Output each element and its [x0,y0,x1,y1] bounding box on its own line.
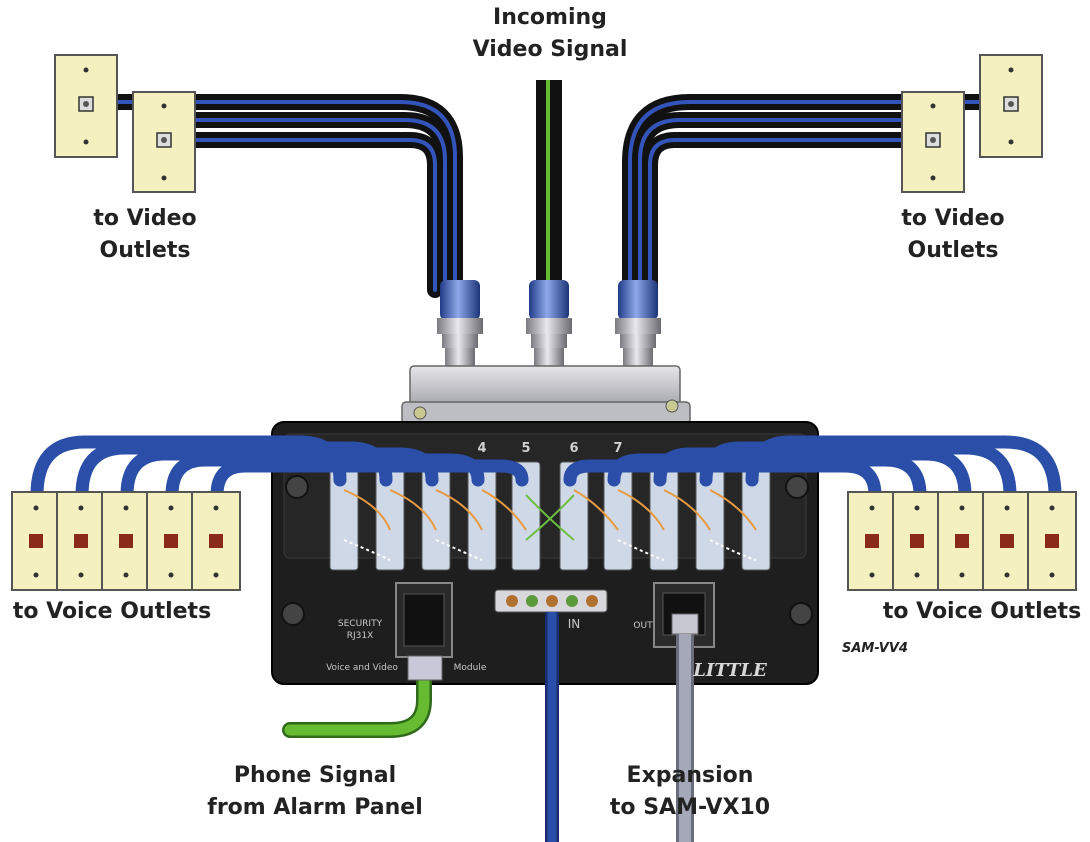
video-outlet-left-front [132,91,196,193]
coax-cables-right [622,94,993,298]
voice-cables-left [30,435,529,502]
video-outlet-right-front [901,91,965,193]
incoming-video-label: Incoming Video Signal [470,2,630,66]
voice-outlets-left [11,491,241,591]
phone-signal-line2: from Alarm Panel [207,795,423,820]
video-outlets-left-line1: to Video [93,206,197,231]
brand-logo-text: LITTLE [692,660,767,681]
video-outlets-right-label: to Video Outlets [868,203,1038,267]
coax-cables-left [102,94,463,298]
voice-outlets-left-label: to Voice Outlets [12,599,212,624]
video-outlet-right-back [979,54,1043,158]
punchdown-blocks [329,461,771,571]
phone-signal-line1: Phone Signal [233,763,397,788]
video-outlets-left-line2: Outlets [99,238,191,263]
incoming-video-label-line1: Incoming [493,5,607,30]
voice-outlets-right-label: to Voice Outlets [882,599,1082,624]
video-outlets-left-label: to Video Outlets [60,203,230,267]
incoming-video-label-line2: Video Signal [472,37,628,62]
port-number-4: 4 [477,441,486,456]
security-rj31x-jack [395,582,453,658]
incoming-video-cable [536,80,562,290]
expansion-line1: Expansion [626,763,754,788]
expansion-line2: to SAM-VX10 [609,795,771,820]
coax-connector-left [437,280,483,368]
voice-cables-right [563,435,1062,502]
voice-outlets-right [847,491,1077,591]
coax-connector-center [526,280,572,368]
module-caption-right: Module [454,663,487,673]
phone-signal-cable [282,668,432,738]
model-label: SAM-VV4 [842,641,908,656]
expansion-cable-gray [671,613,699,842]
port-number-6: 6 [569,441,578,456]
expansion-terminal-strip [494,589,608,613]
port-number-7: 7 [613,441,622,456]
phone-plug [407,655,443,681]
coax-connector-right [615,280,661,368]
out-label: OUT [633,621,653,631]
module-caption-left: Voice and Video [326,663,398,673]
video-splitter-housing [401,365,691,425]
internal-wiring [343,489,757,561]
security-label-line2: RJ31X [347,631,374,641]
video-outlet-left-back [54,54,118,158]
security-label-line1: SECURITY [338,619,383,629]
phone-signal-label: Phone Signal from Alarm Panel [190,760,440,824]
expansion-label: Expansion to SAM-VX10 [585,760,795,824]
video-outlets-right-line1: to Video [901,206,1005,231]
in-label: IN [568,617,581,631]
video-outlets-right-line2: Outlets [907,238,999,263]
port-number-5: 5 [521,441,530,456]
